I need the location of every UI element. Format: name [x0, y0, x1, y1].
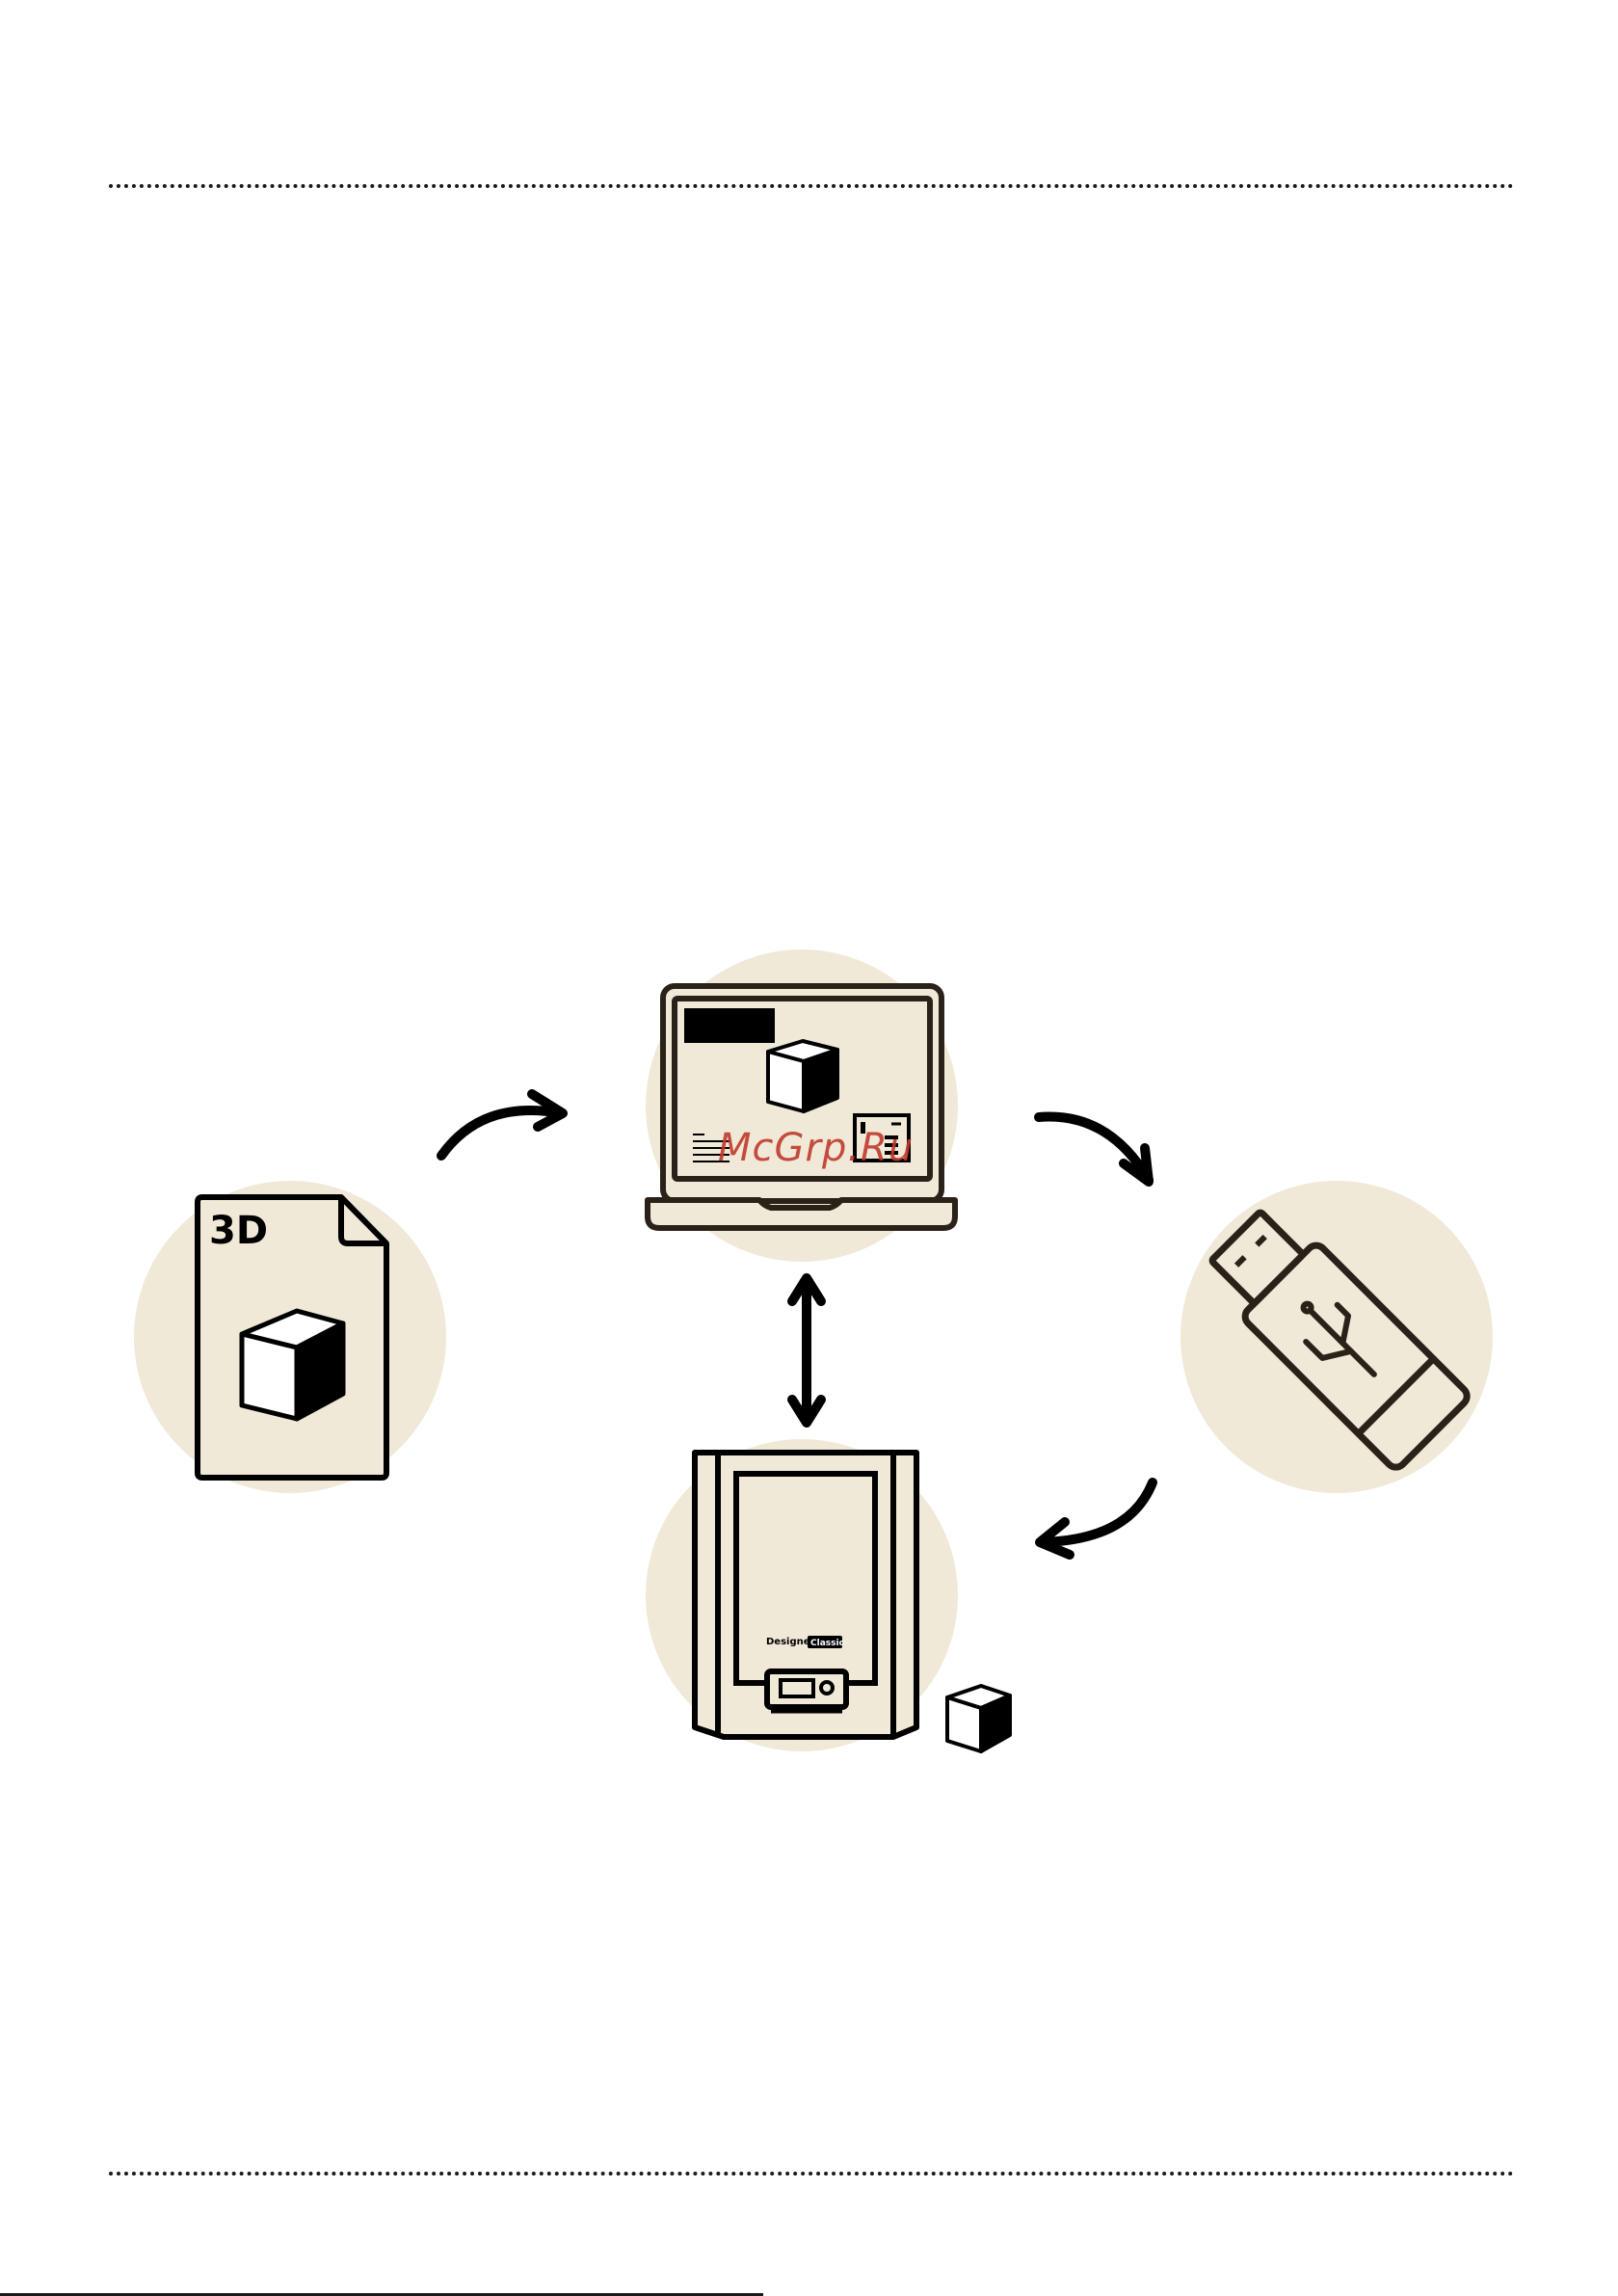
- printer-brand-left: Designer: [766, 1637, 815, 1647]
- laptop-icon: [648, 986, 955, 1228]
- arrow-laptop-printer: [792, 1278, 821, 1423]
- arrow-laptop-to-usb: [1039, 1117, 1149, 1182]
- bottom-dotted-rule: [109, 2172, 1514, 2176]
- 3d-printer-icon: Designer Classic: [695, 1453, 916, 1737]
- cube-icon: [947, 1686, 1010, 1751]
- arrow-usb-to-printer: [1040, 1482, 1153, 1555]
- watermark: McGrp.Ru: [718, 1126, 914, 1170]
- printer-brand-right: Classic: [810, 1639, 844, 1648]
- file-3d-label: 3D: [209, 1209, 268, 1253]
- arrow-file-to-laptop: [441, 1094, 563, 1156]
- 3d-file-icon: 3D: [198, 1197, 386, 1478]
